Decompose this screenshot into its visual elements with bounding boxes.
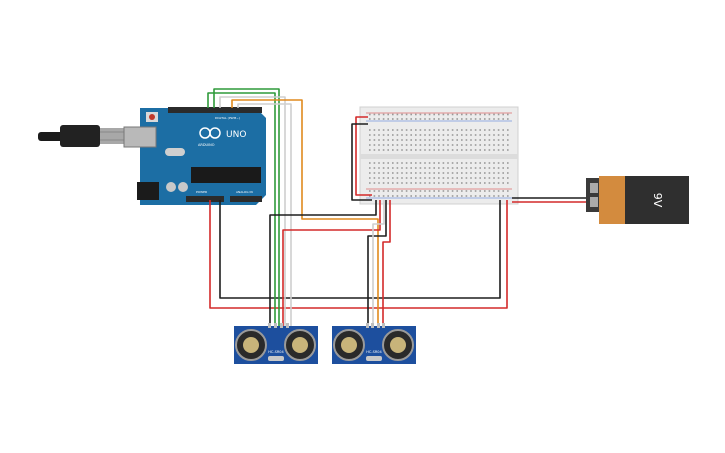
power-header [186,196,224,202]
analog-label: ANALOG IN [236,190,253,194]
analog-header [230,196,262,202]
usb-jack [123,126,157,148]
board-brand-sub: ARDUINO [198,143,215,147]
sensor-crystal [268,356,284,361]
digital-label: DIGITAL (PWM~) [215,116,240,120]
arduino-logo [199,127,221,139]
ultrasonic-sensor-2[interactable]: HC-SR04 [332,323,416,364]
capacitor [178,182,188,192]
wire-white [372,200,385,326]
wire-black [219,200,501,299]
wire-red [209,200,508,309]
crystal [165,148,185,156]
usb-cable [38,125,126,147]
breadboard[interactable] [359,106,519,205]
wire-black [351,123,372,201]
sensor-label: HC-SR04 [268,350,284,354]
wire-red [382,200,391,326]
arduino-uno-board[interactable]: UNO ARDUINO DIGITAL (PWM~) POWER ANALOG … [123,107,266,205]
wire-red [282,200,381,326]
digital-header [168,107,262,113]
sensor-crystal [366,356,382,361]
sensor-pins [268,323,289,328]
battery-label: 9V [651,193,664,208]
capacitor [166,182,176,192]
wire-green [213,88,280,326]
wire-red [355,116,372,196]
wire-green [207,92,276,326]
wire-orange [231,99,379,326]
power-jack [137,182,159,200]
sensor-label: HC-SR04 [366,350,382,354]
battery-9v[interactable]: 9V [586,176,689,224]
ultrasonic-sensor-1[interactable]: HC-SR04 [234,323,318,364]
board-brand: UNO [226,130,246,140]
atmega-chip [191,167,261,183]
wire-black [269,200,377,326]
wires [207,88,586,326]
power-label: POWER [196,190,207,194]
breadboard-holes [369,113,509,197]
wire-black [367,200,387,326]
sensor-pins [366,323,385,328]
wire-white [219,96,286,326]
